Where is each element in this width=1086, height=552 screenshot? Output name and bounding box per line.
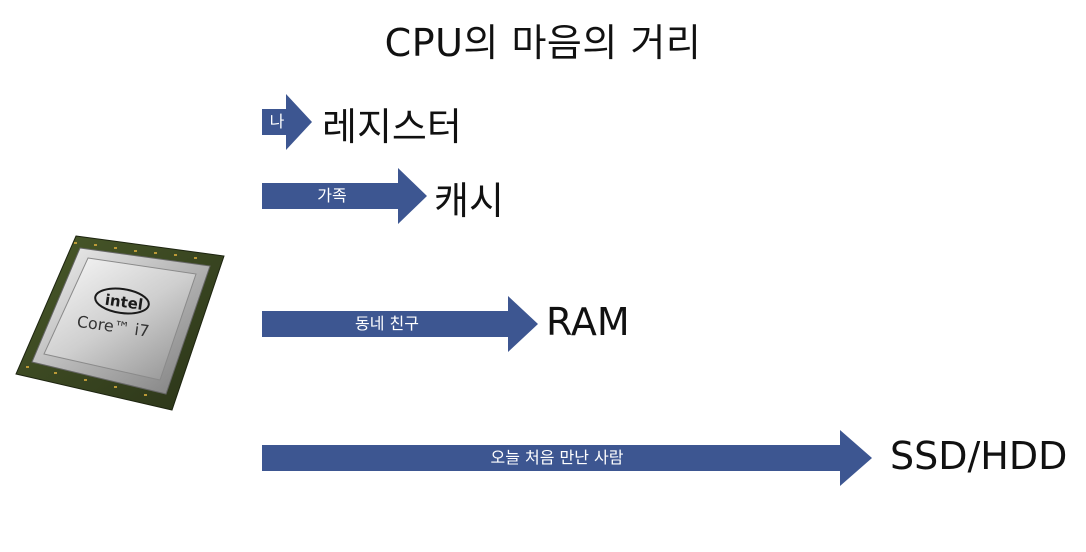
destination-cache: 캐시 [434, 179, 504, 223]
arrow-shape-3 [262, 296, 538, 352]
arrow-label-1: 나 [269, 112, 285, 131]
chip-brand-text: intel [104, 291, 144, 314]
arrow-row-2: 가족 [262, 168, 427, 224]
destination-ram: RAM [546, 300, 630, 344]
arrow-label-4: 오늘 처음 만난 사람 [490, 448, 624, 467]
arrow-row-4: 오늘 처음 만난 사람 [262, 430, 872, 486]
arrow-shape-1 [262, 94, 312, 150]
arrow-row-3: 동네 친구 [262, 296, 538, 352]
arrow-row-1: 나 [262, 94, 312, 150]
destination-ssd-hdd: SSD/HDD [890, 434, 1068, 478]
diagram-title: CPU의 마음의 거리 [384, 21, 702, 65]
arrow-shape-4 [262, 430, 872, 486]
destination-register: 레지스터 [322, 105, 462, 149]
arrow-label-3: 동네 친구 [355, 314, 419, 333]
arrow-label-2: 가족 [317, 186, 347, 205]
arrow-shape-2 [262, 168, 427, 224]
cpu-chip-image: intel Core™ i7 [14, 234, 226, 412]
